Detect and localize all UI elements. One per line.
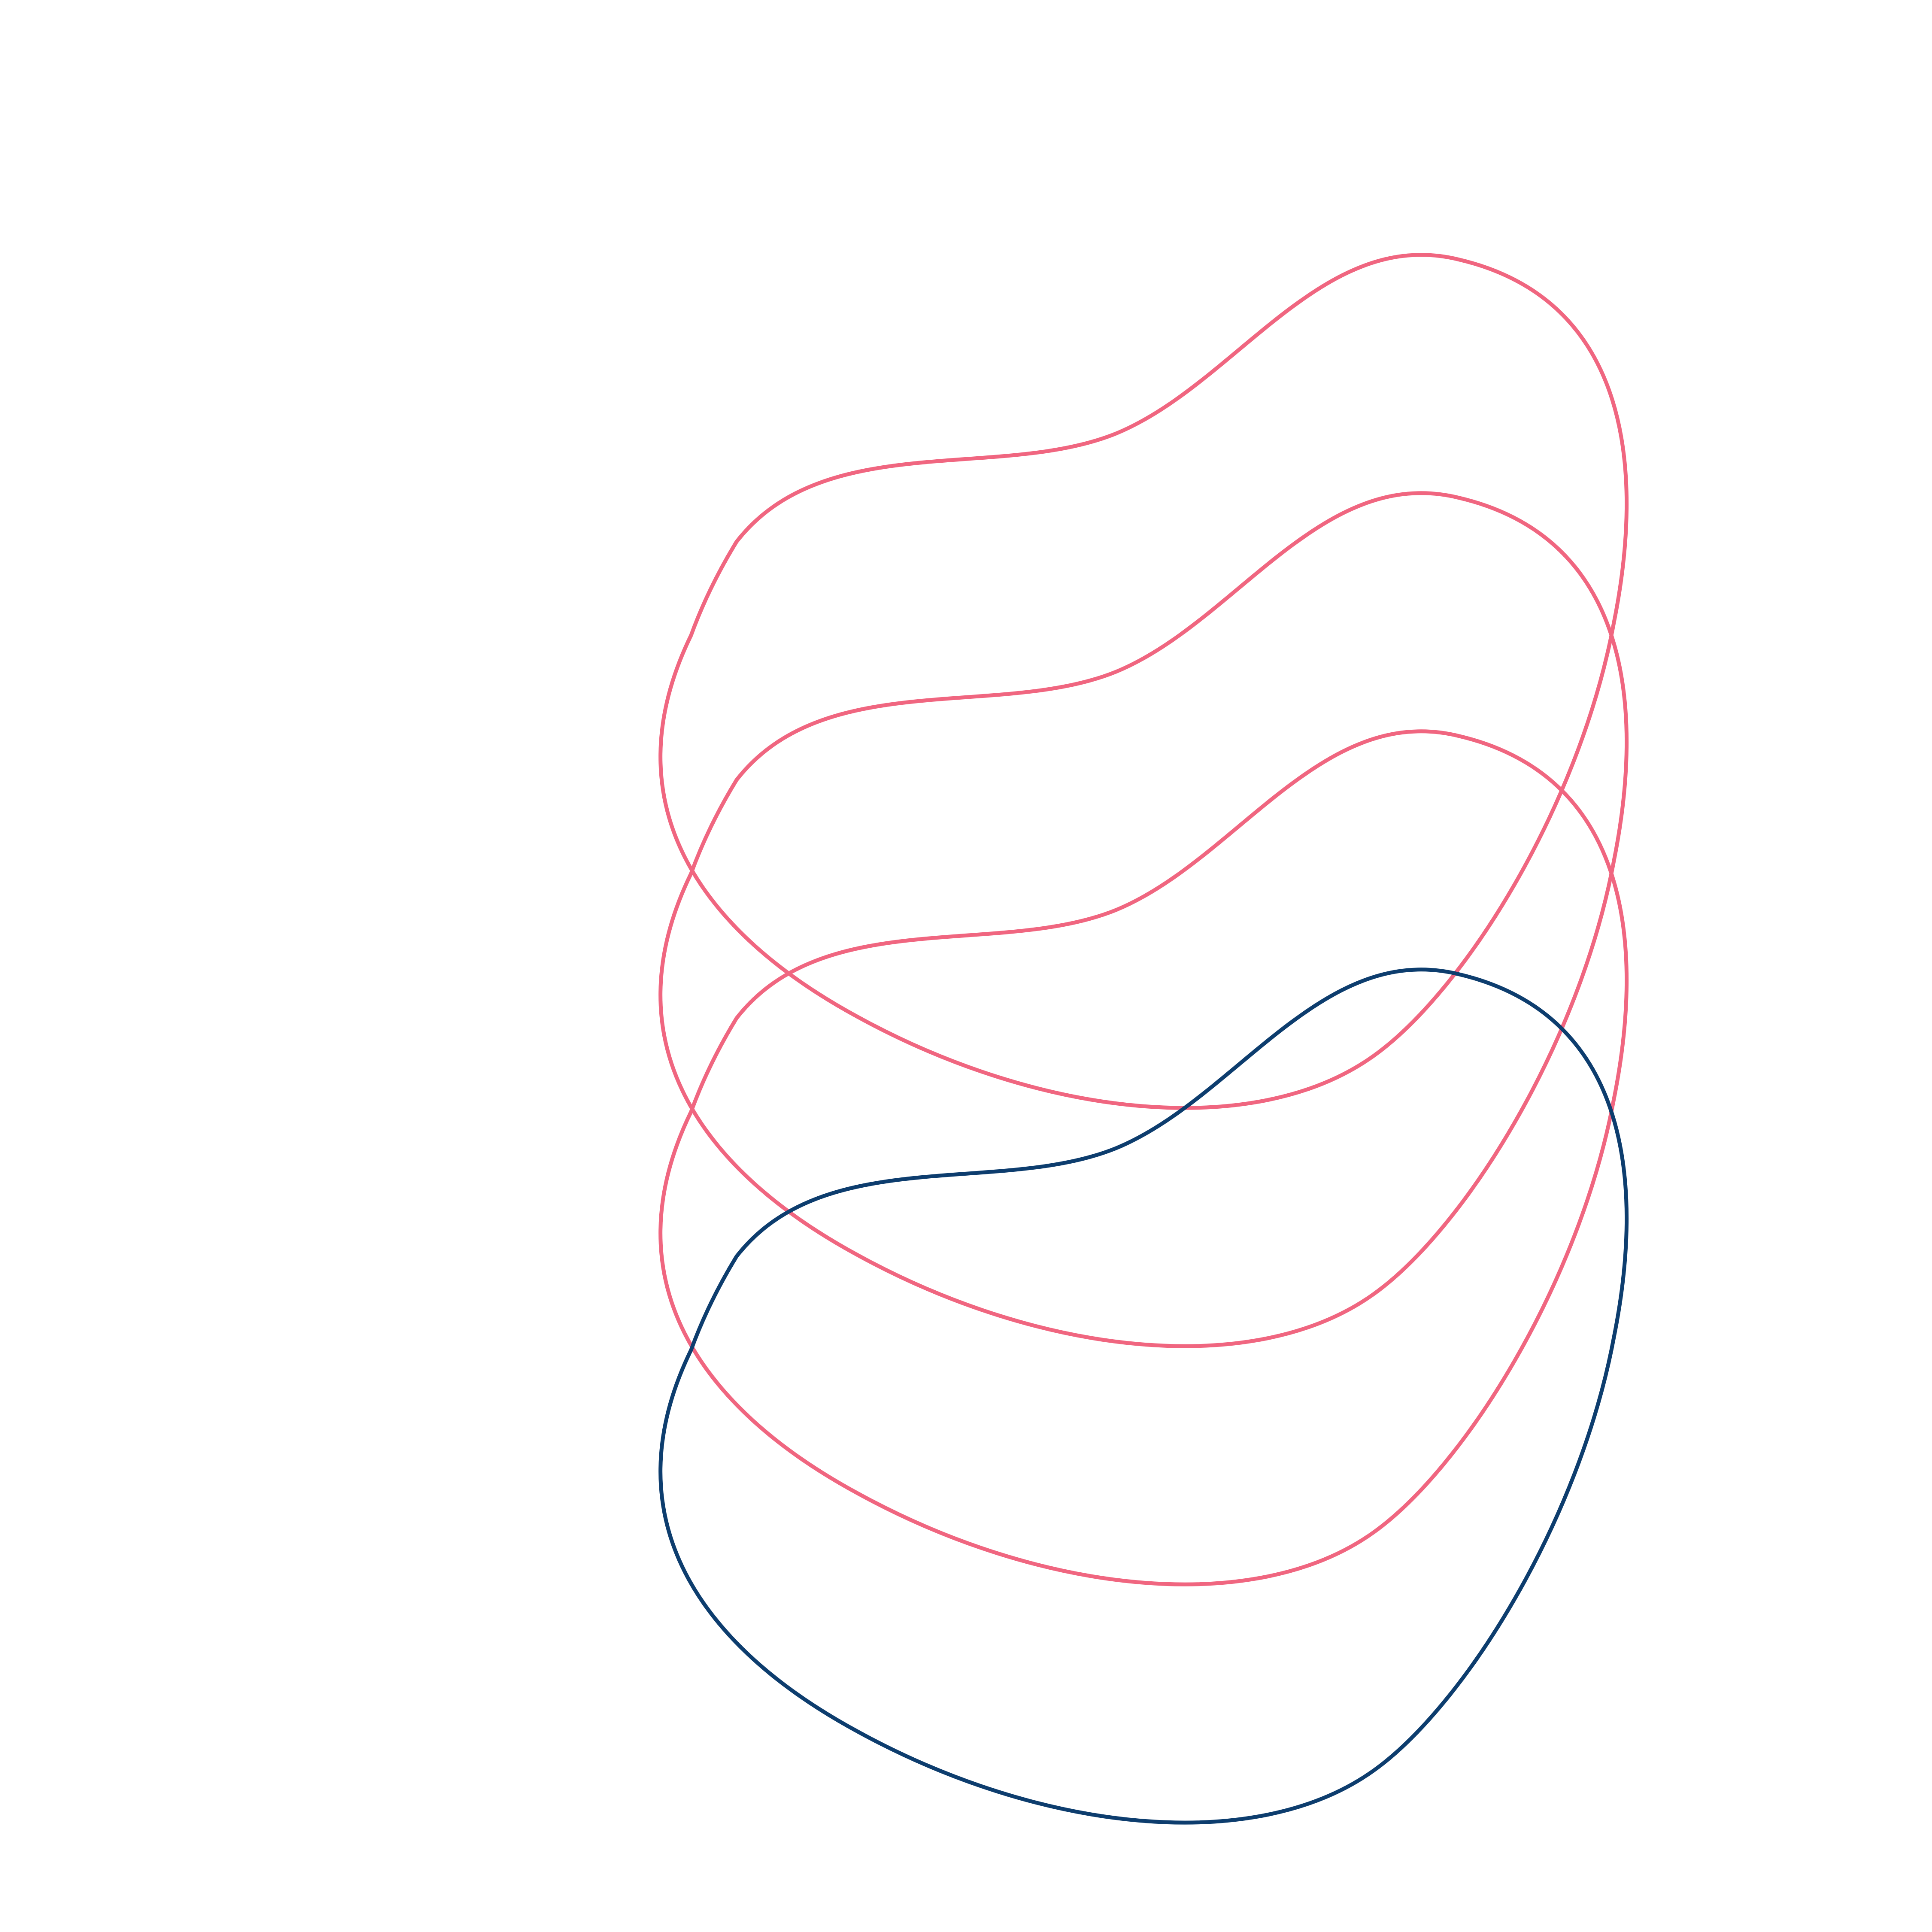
blob-outline-3	[661, 731, 1627, 1584]
blob-outline-4	[661, 970, 1627, 1823]
blob-outline-2	[661, 493, 1627, 1346]
